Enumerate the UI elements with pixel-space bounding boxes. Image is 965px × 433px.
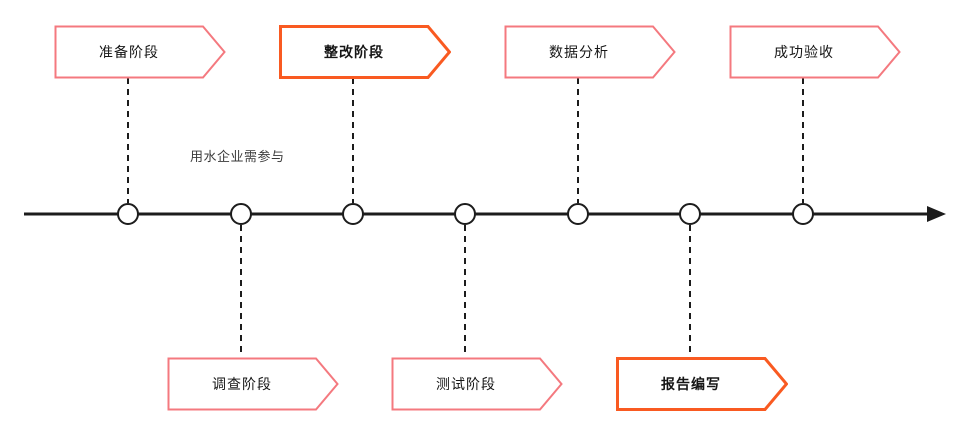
- milestone-node[interactable]: [342, 203, 364, 225]
- milestone-node[interactable]: [117, 203, 139, 225]
- banner-outline: [504, 25, 676, 79]
- milestone-node[interactable]: [230, 203, 252, 225]
- banner-outline: [391, 357, 563, 411]
- phase-banner[interactable]: 调查阶段: [167, 357, 339, 411]
- milestone-node[interactable]: [454, 203, 476, 225]
- phase-banner[interactable]: 准备阶段: [54, 25, 226, 79]
- banner-outline: [616, 357, 788, 411]
- banner-outline: [167, 357, 339, 411]
- banner-outline: [54, 25, 226, 79]
- phase-label: 调查阶段: [212, 376, 272, 392]
- phase-banner[interactable]: 整改阶段: [279, 25, 451, 79]
- phase-banner[interactable]: 报告编写: [616, 357, 788, 411]
- phase-label: 测试阶段: [436, 376, 496, 392]
- phase-banner[interactable]: 数据分析: [504, 25, 676, 79]
- banner-outline: [279, 25, 451, 79]
- phase-banner[interactable]: 成功验收: [729, 25, 901, 79]
- arrowhead-icon: [927, 206, 946, 222]
- phase-label: 准备阶段: [99, 44, 159, 60]
- phase-label: 整改阶段: [324, 44, 384, 60]
- milestone-node[interactable]: [567, 203, 589, 225]
- milestone-node[interactable]: [792, 203, 814, 225]
- banner-outline: [729, 25, 901, 79]
- milestone-node[interactable]: [679, 203, 701, 225]
- phase-label: 成功验收: [774, 44, 834, 60]
- phase-banner[interactable]: 测试阶段: [391, 357, 563, 411]
- phase-label: 报告编写: [661, 376, 721, 392]
- annotation-note: 用水企业需参与: [190, 149, 285, 164]
- phase-label: 数据分析: [549, 44, 609, 60]
